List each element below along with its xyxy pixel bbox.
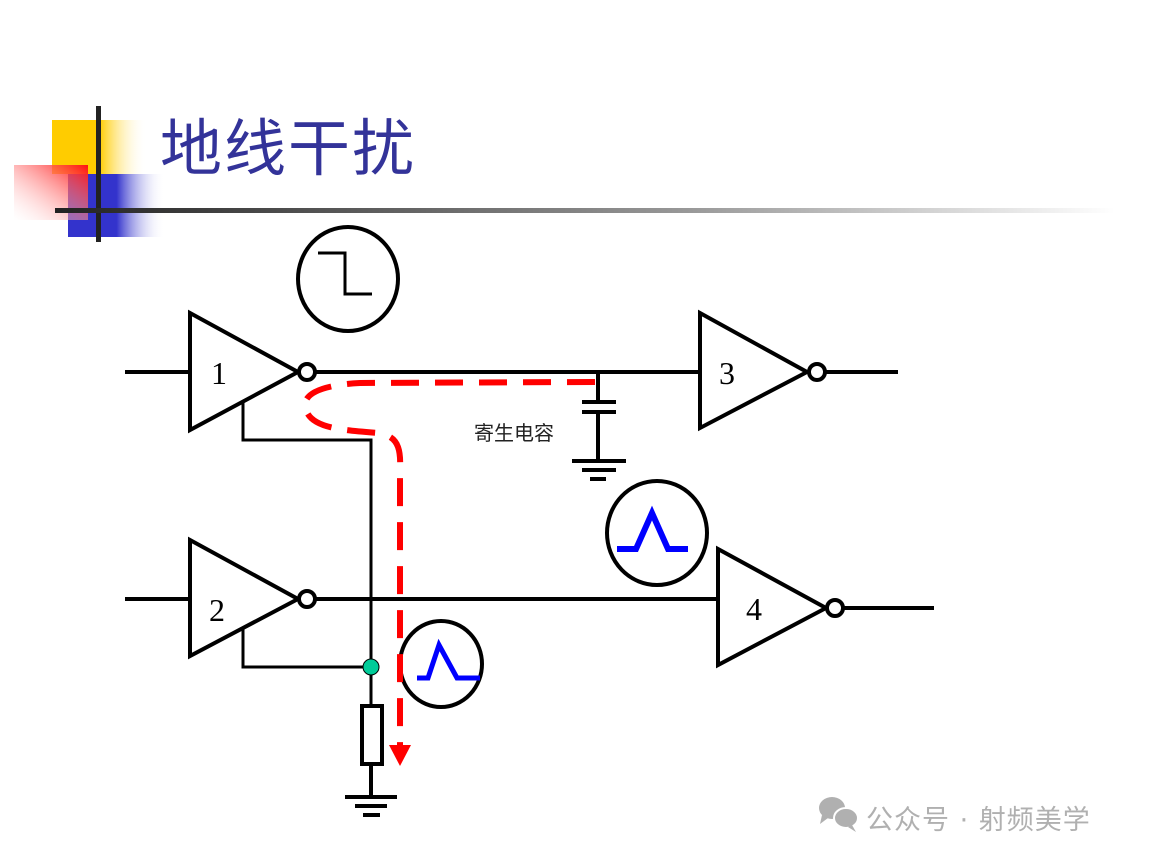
watermark-text: 公众号 · 射频美学 xyxy=(866,805,1091,836)
gate-4-label: 4 xyxy=(746,591,762,627)
ground-junction-node xyxy=(362,658,380,676)
step-waveform-icon xyxy=(296,225,400,333)
inverter-gate-4 xyxy=(716,545,934,669)
ground-wire-gate-2 xyxy=(241,627,371,669)
ground-resistor xyxy=(360,704,384,766)
ground-wire-gate-1 xyxy=(241,400,373,706)
gate-1-label: 1 xyxy=(211,355,227,391)
page-title: 地线干扰 xyxy=(160,112,417,185)
gate-2-label: 2 xyxy=(209,592,225,628)
ground-current-path-arrow xyxy=(302,379,596,766)
pulse-waveform-icon-ground xyxy=(398,619,484,709)
pulse-waveform-icon-gate4 xyxy=(605,479,709,587)
title-decoration xyxy=(14,106,1115,242)
inverter-gate-3 xyxy=(698,309,898,432)
wechat-icon xyxy=(819,797,859,832)
parasitic-capacitor xyxy=(572,372,626,481)
capacitor-label: 寄生电容 xyxy=(474,421,554,445)
ground-symbol-resistor xyxy=(345,795,397,817)
gate-3-label: 3 xyxy=(719,355,735,391)
